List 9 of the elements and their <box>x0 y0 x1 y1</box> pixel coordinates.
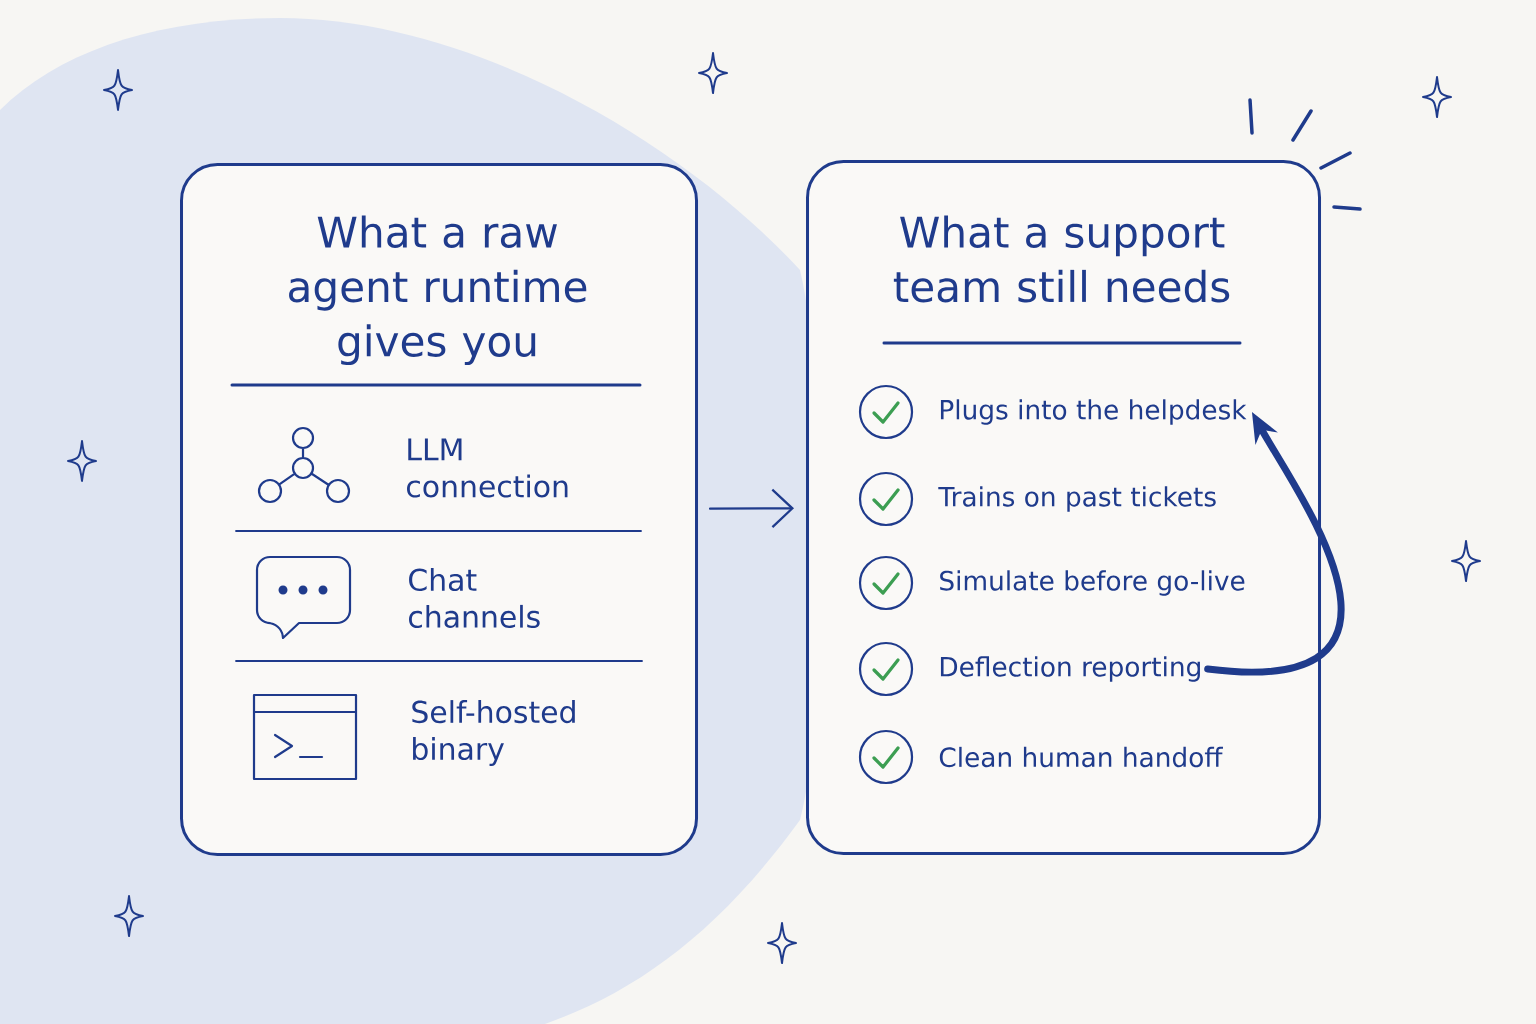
arrow <box>708 488 794 528</box>
list-item: Simulate before go-live <box>940 570 1245 596</box>
list-item: Trains on past tickets <box>938 486 1216 512</box>
list-item: Clean human handoff <box>939 746 1223 768</box>
list-item: Deflection reporting <box>940 656 1200 682</box>
list-item: LLM connection <box>407 438 568 498</box>
list-item: Self-hosted binary <box>412 700 575 766</box>
list-item: Chat channels <box>409 568 540 628</box>
list-item: Plugs into the helpdesk <box>940 399 1247 425</box>
